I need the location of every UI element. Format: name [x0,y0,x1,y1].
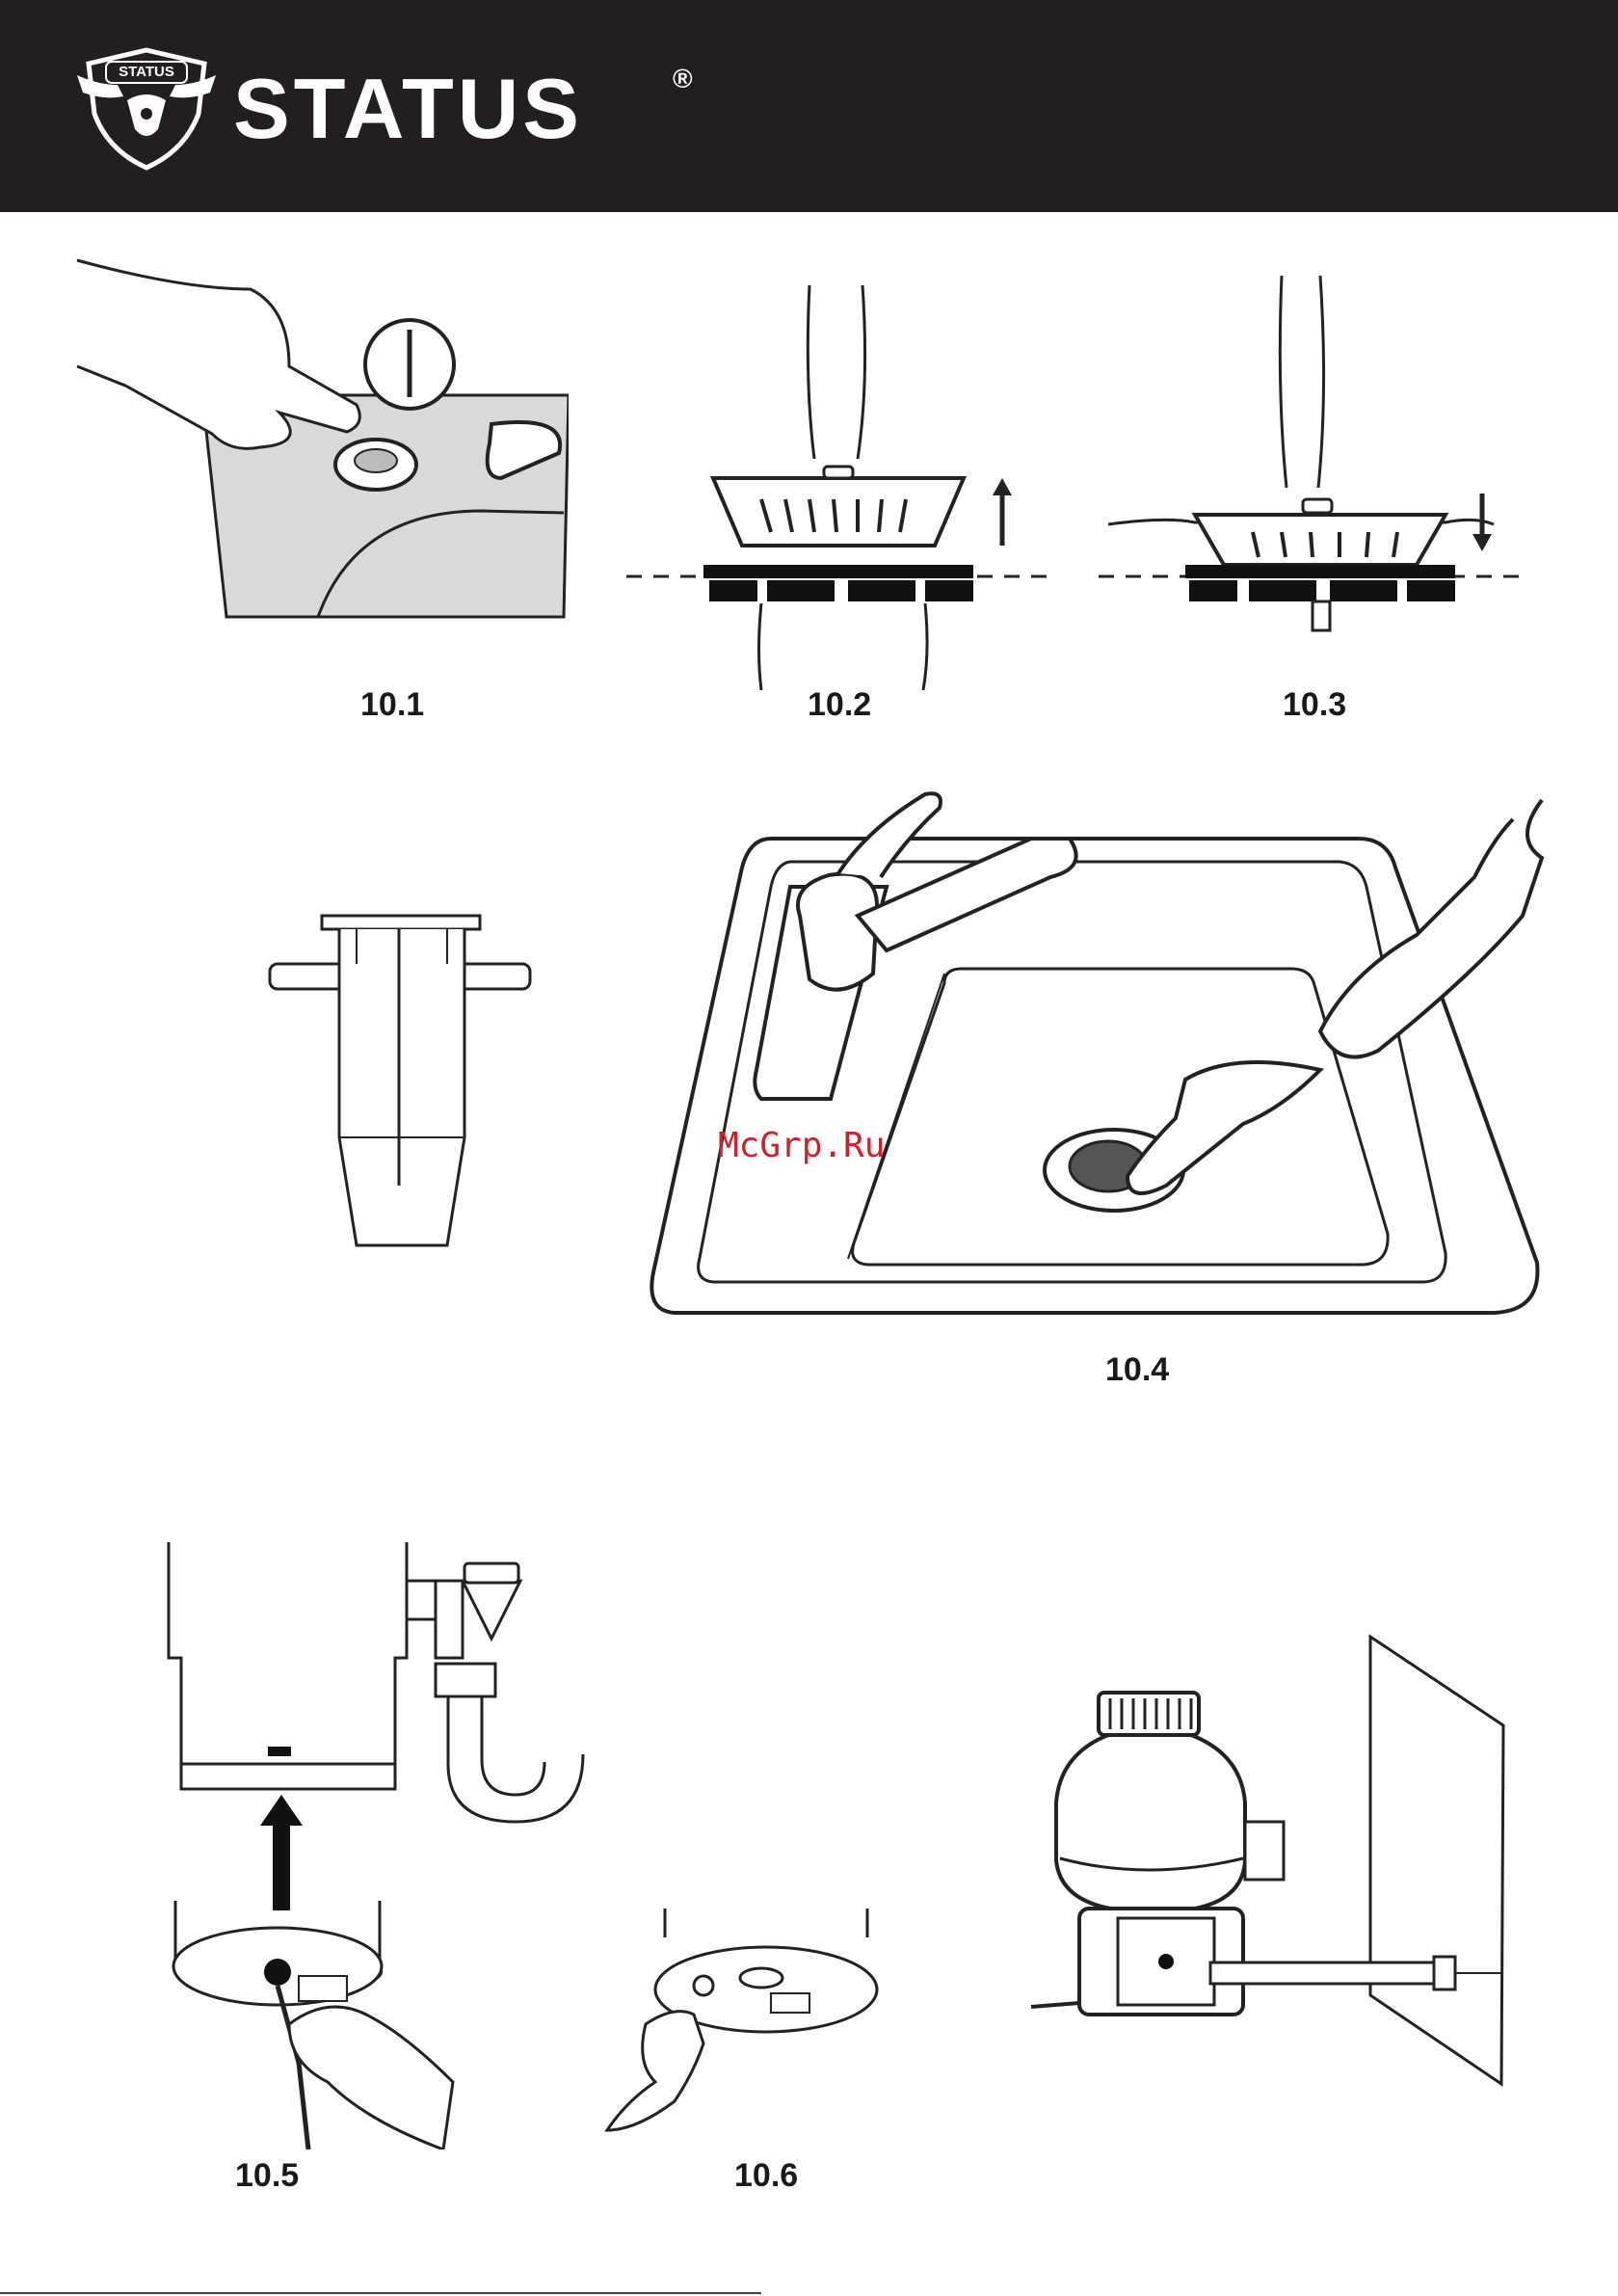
stopper-tool-drawing [260,906,569,1253]
caption-10-5: 10.5 [235,2157,299,2195]
brand-name: STATUS [233,56,583,162]
figure-10-4 [646,781,1552,1330]
watermark: McGrp.Ru [718,1126,885,1165]
header-bar: STATUS STATUS ® [0,0,1618,212]
figure-10-5 [154,1542,607,2149]
figure-10-2 [617,285,1060,690]
registered-mark: ® [673,64,693,94]
caption-10-6: 10.6 [734,2157,798,2195]
caption-10-3: 10.3 [1283,686,1346,724]
shield-label: STATUS [112,64,181,80]
caption-10-2: 10.2 [808,686,871,724]
eagle-shield-logo-icon: STATUS [69,46,224,172]
figure-10-6 [597,1909,887,2140]
caption-10-1: 10.1 [360,686,424,724]
disposer-unit-drawing [1021,1629,1523,2092]
figure-10-3 [1089,276,1532,661]
figure-10-1 [67,251,569,627]
footer-divider [0,2292,761,2294]
caption-10-4: 10.4 [1105,1351,1169,1389]
